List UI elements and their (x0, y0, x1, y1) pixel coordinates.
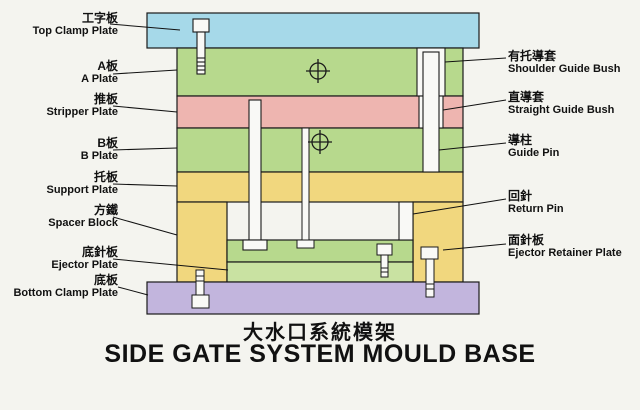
label-a-plate-cn: A板 (97, 59, 118, 73)
label-guide-pin: 導柱 Guide Pin (508, 134, 640, 160)
cap-screw-bottom (191, 269, 210, 309)
leader-guide-pin (438, 142, 507, 151)
label-guide-pin-cn: 導柱 (508, 133, 533, 147)
ejector-pin (296, 127, 315, 249)
label-shoulder-guide-bush: 有托導套 Shoulder Guide Bush (508, 50, 640, 76)
guide-pin (422, 51, 440, 173)
cap-screw-ejector-head (376, 243, 393, 256)
screw-hole-symbols (306, 59, 332, 154)
label-stripper-plate-cn: 推板 (93, 92, 118, 106)
leader-return-pin (412, 198, 507, 215)
cap-screw-bottom-head (191, 294, 210, 309)
cap-screw-top-head (192, 18, 210, 33)
leader-spacer-block (112, 216, 178, 236)
leader-shoulder-guide-bush (444, 57, 507, 63)
label-support-plate: 托板 Support Plate (0, 171, 118, 197)
label-spacer-block-en: Spacer Block (48, 217, 118, 229)
leader-support-plate (112, 183, 178, 187)
return-pin-shaft (248, 99, 262, 241)
label-ejector-plate-cn: 底針板 (81, 245, 118, 259)
label-support-plate-cn: 托板 (93, 170, 118, 184)
spacer-block-right (412, 201, 464, 283)
label-straight-guide-bush-en: Straight Guide Bush (508, 104, 615, 116)
cap-screw-ejector-shaft (380, 254, 389, 278)
plate-stack (146, 12, 480, 315)
ejector-pin-shaft (301, 127, 310, 241)
label-spacer-block: 方鐵 Spacer Block (0, 204, 118, 230)
return-pin-head (242, 239, 268, 251)
ejector-pin-head (296, 239, 315, 249)
return-pin-right (398, 201, 414, 241)
leader-straight-guide-bush (442, 99, 507, 111)
leader-ejector-plate (112, 258, 229, 271)
leader-stripper-plate (112, 105, 178, 113)
return-pin-right-shaft (398, 201, 414, 241)
leader-b-plate (112, 147, 178, 151)
label-shoulder-guide-bush-cn: 有托導套 (508, 49, 557, 63)
cap-screw-top-shaft (196, 31, 206, 75)
label-return-pin-cn: 回針 (508, 189, 533, 203)
leader-a-plate (112, 69, 178, 75)
leader-ejector-retainer-plate (442, 243, 507, 251)
stripper-plate (176, 95, 464, 129)
diagram-title-english: SIDE GATE SYSTEM MOULD BASE (104, 340, 536, 368)
leader-bottom-clamp-plate (117, 286, 149, 296)
label-spacer-block-cn: 方鐵 (93, 203, 118, 217)
label-bottom-clamp-plate: 底板 Bottom Clamp Plate (0, 274, 118, 300)
label-ejector-plate-en: Ejector Plate (51, 259, 118, 271)
label-ejector-retainer-plate-cn: 面針板 (508, 233, 545, 247)
label-top-clamp-plate-cn: 工字板 (81, 11, 118, 25)
label-top-clamp-plate-en: Top Clamp Plate (32, 25, 118, 37)
label-straight-guide-bush: 直導套 Straight Guide Bush (508, 91, 640, 117)
support-plate (176, 171, 464, 203)
label-stripper-plate: 推板 Stripper Plate (0, 93, 118, 119)
label-support-plate-en: Support Plate (46, 184, 118, 196)
label-bottom-clamp-plate-en: Bottom Clamp Plate (13, 287, 118, 299)
label-a-plate: A板 A Plate (0, 60, 118, 86)
label-guide-pin-en: Guide Pin (508, 147, 560, 159)
label-b-plate-en: B Plate (80, 150, 118, 162)
a-plate (176, 47, 464, 97)
label-b-plate: B板 B Plate (0, 137, 118, 163)
leader-lines (109, 23, 507, 296)
label-ejector-retainer-plate: 面針板 Ejector Retainer Plate (508, 234, 640, 260)
guide-assembly (416, 47, 446, 173)
return-pin (242, 99, 268, 251)
label-a-plate-en: A Plate (81, 73, 118, 85)
label-ejector-plate: 底針板 Ejector Plate (0, 246, 118, 272)
label-straight-guide-bush-cn: 直導套 (508, 90, 545, 104)
diagram-title-chinese: 大水口系統模架 (243, 322, 397, 344)
label-shoulder-guide-bush-en: Shoulder Guide Bush (508, 63, 621, 75)
label-bottom-clamp-plate-cn: 底板 (93, 273, 118, 287)
cap-screw-ejector (376, 243, 393, 278)
label-top-clamp-plate: 工字板 Top Clamp Plate (0, 12, 118, 38)
cap-screw-top (192, 18, 210, 75)
label-ejector-retainer-plate-en: Ejector Retainer Plate (508, 247, 622, 259)
cap-screw-right-head (420, 246, 439, 260)
cap-screw-right (420, 246, 439, 298)
leader-top-clamp-plate (109, 23, 181, 31)
cap-screw-right-shaft (425, 258, 435, 298)
label-b-plate-cn: B板 (97, 136, 118, 150)
label-return-pin: 回針 Return Pin (508, 190, 640, 216)
label-return-pin-en: Return Pin (508, 203, 564, 215)
label-stripper-plate-en: Stripper Plate (46, 106, 118, 118)
cap-screw-bottom-shaft (195, 269, 205, 296)
